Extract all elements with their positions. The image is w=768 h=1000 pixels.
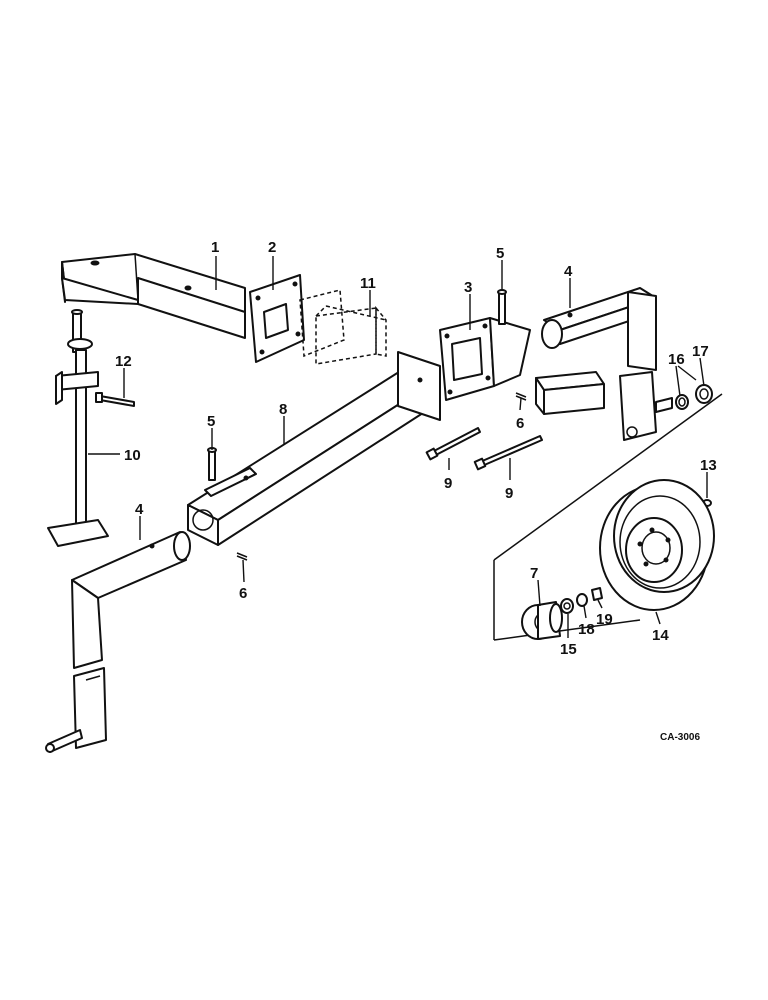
callout-9-left: 9: [444, 475, 452, 492]
callout-14: 14: [652, 627, 669, 644]
part-5-pin-right: [497, 289, 507, 325]
callout-11: 11: [360, 275, 376, 292]
wheel-block: [535, 371, 605, 415]
part-12-bolt: [95, 392, 135, 407]
part-4-spindle-arm-left: [45, 531, 191, 753]
callout-15: 15: [560, 641, 577, 658]
diagram-code: CA-3006: [660, 732, 700, 743]
callout-19: 19: [596, 611, 613, 628]
part-16-bearing: [675, 394, 689, 410]
callout-9-right: 9: [505, 485, 513, 502]
part-19-nut: [591, 587, 603, 601]
part-9-bolt-upper: [425, 427, 481, 461]
callout-1: 1: [211, 239, 219, 256]
callout-17: 17: [692, 343, 709, 360]
part-9-bolt-lower: [473, 435, 543, 471]
callout-5-right: 5: [496, 245, 504, 262]
callout-7: 7: [530, 565, 538, 582]
part-15-bearing-cone: [560, 598, 574, 614]
callout-4-right: 4: [564, 263, 573, 280]
part-2-mounting-plate: [249, 274, 305, 363]
part-5-pin-left: [207, 447, 217, 481]
part-11-insert-block: [299, 289, 387, 365]
callout-12: 12: [115, 353, 132, 370]
callout-4-left: 4: [135, 501, 144, 518]
wheel-group-outline: [493, 393, 723, 641]
callout-6-right: 6: [516, 415, 524, 432]
part-17-hub-cap: [695, 384, 713, 404]
part-7-hub: [521, 601, 563, 640]
callout-5-left: 5: [207, 413, 215, 430]
part-1-drawbar-tube: [61, 253, 246, 339]
part-3-bracket: [439, 317, 531, 401]
callout-6-left: 6: [239, 585, 247, 602]
callout-18: 18: [578, 621, 595, 638]
part-14-wheel: [599, 479, 715, 611]
callout-3: 3: [464, 279, 472, 296]
leader-lines: [88, 256, 708, 638]
callout-10: 10: [124, 447, 141, 464]
callout-16: 16: [668, 351, 685, 368]
part-6-cotter-pin-left: [236, 552, 248, 561]
callout-13: 13: [700, 457, 717, 474]
callout-2: 2: [268, 239, 276, 256]
part-8-main-tube: [187, 351, 441, 546]
callout-8: 8: [279, 401, 287, 418]
part-4-spindle-arm-right: [541, 287, 673, 441]
part-10-jack-stand: [47, 309, 109, 547]
part-18-washer: [576, 593, 588, 607]
